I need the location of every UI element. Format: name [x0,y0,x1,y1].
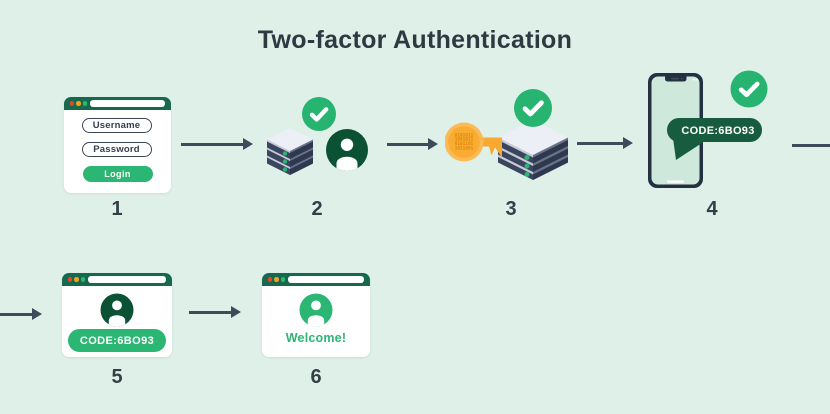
window-control-green-dot [82,101,88,106]
login-button[interactable]: Login [82,166,153,182]
window-control-red-dot [69,101,75,106]
step-number-3: 3 [505,198,517,220]
code-entry-pill: CODE:6BO93 [68,329,166,352]
server-icon [267,128,313,175]
svg-text:1011001: 1011001 [455,146,474,152]
window-control-orange-dot [76,101,81,106]
address-bar [90,100,165,107]
arrow-step3-to-step4 [577,137,633,149]
sms-code-text: CODE:6BO93 [681,125,754,137]
user-avatar-icon [326,129,368,171]
checkmark-icon [730,70,768,108]
step-number-1: 1 [111,198,123,220]
svg-text:1001011: 1001011 [455,137,474,143]
binary-code-text: 0101011 1001011 0101101 1011001 [455,132,474,151]
password-input[interactable]: Password [81,142,152,157]
svg-text:0101101: 0101101 [455,141,474,147]
server-icon [498,120,568,180]
step2-illustration [267,97,368,175]
window-control-red-dot [267,277,273,282]
sms-code-bubble: CODE:6BO93 [667,118,762,160]
address-bar [288,276,364,283]
address-bar [88,276,166,283]
diagram-title: Two-factor Authentication [257,26,573,54]
step-number-4: 4 [706,198,718,220]
arrow-step4-offscreen-right [792,144,830,147]
checkmark-icon [302,97,336,131]
key-icon: 0101011 1001011 0101101 1011001 [445,122,502,162]
arrow-step2-to-step3 [387,138,438,150]
window-control-orange-dot [74,277,79,282]
step-number-2: 2 [311,198,323,220]
svg-text:0101011: 0101011 [455,132,474,138]
step-number-5: 5 [111,366,123,388]
home-indicator [667,180,684,183]
browser-window-step5: CODE:6BO93 [62,273,172,357]
arrow-offscreen-left-to-step5 [0,308,42,320]
browser-window-step6: Welcome! [262,273,370,357]
window-control-green-dot [280,277,286,282]
username-input[interactable]: Username [81,118,152,133]
step3-illustration: 0101011 1001011 0101101 1011001 [445,89,568,180]
arrow-step1-to-step2 [181,138,253,150]
arrow-step5-to-step6 [189,306,241,318]
welcome-text: Welcome! [285,331,347,345]
window-control-red-dot [67,277,73,282]
checkmark-icon [514,89,552,127]
step-number-6: 6 [310,366,322,388]
browser-titlebar [262,273,370,286]
browser-window-step1: Username Password Login [64,97,171,193]
user-avatar-icon [100,293,134,327]
window-control-orange-dot [274,277,279,282]
user-avatar-icon [299,293,333,327]
step4-illustration: CODE:6BO93 [648,70,768,188]
browser-titlebar [64,97,171,110]
window-control-green-dot [80,277,86,282]
browser-titlebar [62,273,172,286]
